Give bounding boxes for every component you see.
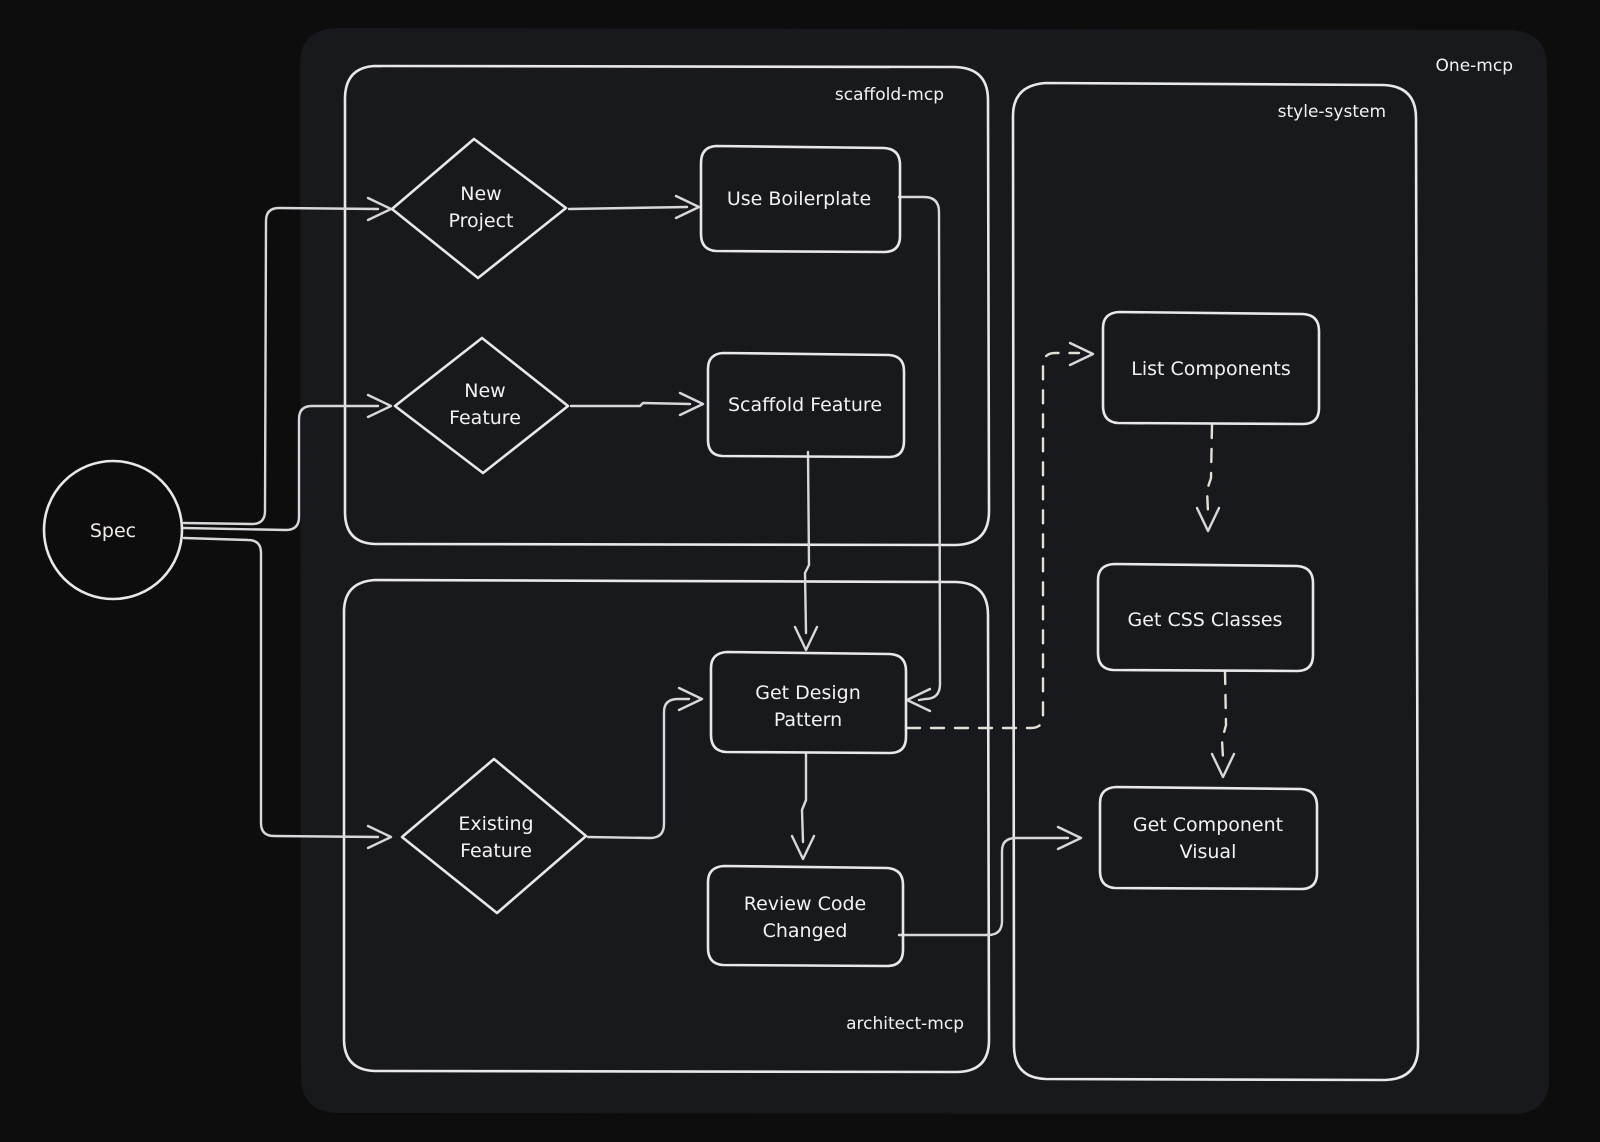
scaffold-feature-rect [706,351,906,459]
edge-existing-feature-to-get-design-pattern [586,686,704,840]
edge-new-project-to-use-boilerplate [567,194,701,220]
scaffold-mcp-background [343,64,991,547]
node-label-existing-feature-line2: Feature [460,840,532,862]
edge-review-code-changed-to-get-component-visual [897,825,1083,937]
node-label-new-feature-line1: New [464,380,505,402]
node-existing-feature[interactable]: Existing Feature [400,757,588,915]
edge-scaffold-feature-to-get-design-pattern [793,450,819,652]
existing-feature-diamond [400,757,588,915]
node-label-existing-feature-line1: Existing [458,813,533,835]
cluster-label-style-system: style-system [1278,102,1386,122]
node-label-new-project-line1: New [460,183,501,205]
node-label-get-design-pattern-line1: Get Design [755,682,861,704]
node-use-boilerplate[interactable]: Use Boilerplate [699,144,902,254]
style-system-background [1011,81,1420,1082]
new-feature-diamond [393,336,570,475]
get-component-visual-rect [1098,785,1319,891]
node-label-review-code-changed-line2: Changed [763,920,848,942]
node-label-get-design-pattern-line2: Pattern [774,709,842,731]
node-spec[interactable]: Spec [42,459,184,601]
node-review-code-changed[interactable]: Review Code Changed [706,864,905,968]
cluster-label-architect-mcp: architect-mcp [846,1014,964,1034]
node-label-review-code-changed-line1: Review Code [744,893,866,915]
review-code-changed-rect [706,864,905,968]
get-design-pattern-rect [709,650,908,755]
edge-get-design-pattern-to-review-code-changed [790,751,816,861]
edge-spec-to-existing-feature [182,536,393,850]
node-get-css-classes[interactable]: Get CSS Classes [1096,562,1315,673]
node-label-new-project-line2: Project [448,210,513,232]
cluster-label-one-mcp: One-mcp [1436,56,1513,76]
list-components-rect [1101,310,1321,426]
cluster-label-scaffold-mcp: scaffold-mcp [835,85,944,105]
node-label-get-css-classes: Get CSS Classes [1128,609,1283,631]
edge-get-css-classes-to-get-component-visual [1210,669,1236,779]
spec-circle [42,459,184,601]
node-label-new-feature-line2: Feature [449,407,521,429]
node-get-component-visual[interactable]: Get Component Visual [1098,785,1319,891]
architect-mcp-background [342,578,991,1074]
node-label-get-component-visual-line2: Visual [1180,841,1237,863]
cluster-architect-mcp[interactable]: architect-mcp [342,578,991,1074]
node-label-spec: Spec [90,520,136,542]
cluster-scaffold-mcp[interactable]: scaffold-mcp [343,64,991,547]
node-get-design-pattern[interactable]: Get Design Pattern [709,650,908,755]
edge-new-feature-to-scaffold-feature [569,391,705,417]
edge-spec-to-new-feature [182,393,393,532]
node-new-project[interactable]: New Project [390,137,568,280]
node-scaffold-feature[interactable]: Scaffold Feature [706,351,906,459]
get-css-classes-rect [1096,562,1315,673]
one-mcp-background [300,28,1549,1114]
edge-get-design-pattern-to-list-components [905,341,1095,730]
node-new-feature[interactable]: New Feature [393,336,570,475]
node-label-list-components: List Components [1131,358,1290,380]
use-boilerplate-rect [699,144,902,254]
node-label-scaffold-feature: Scaffold Feature [728,394,882,416]
node-label-use-boilerplate: Use Boilerplate [727,188,871,210]
node-label-get-component-visual-line1: Get Component [1133,814,1283,836]
node-list-components[interactable]: List Components [1101,310,1321,426]
cluster-style-system[interactable]: style-system [1011,81,1420,1082]
edge-list-components-to-get-css-classes [1195,423,1221,533]
cluster-one-mcp[interactable]: One-mcp [300,28,1549,1114]
new-project-diamond [390,137,568,280]
